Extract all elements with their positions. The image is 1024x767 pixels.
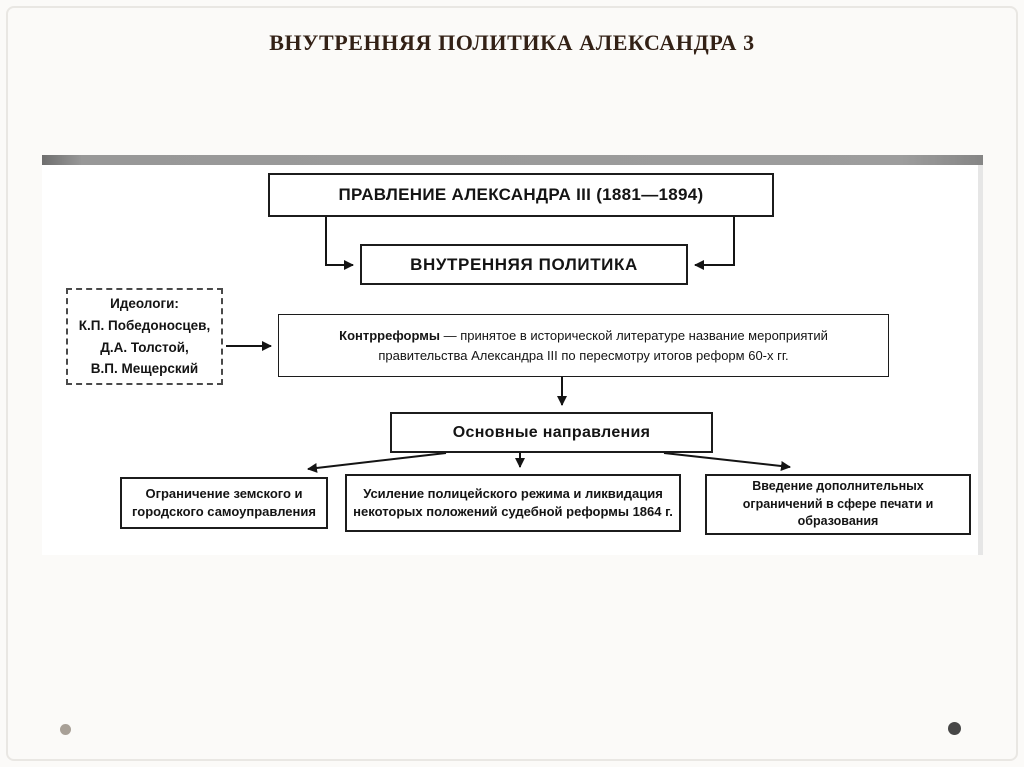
direction-box-right: Введение дополнительных ограничений в сф… xyxy=(705,474,971,535)
arrow-reign-to-policy-right xyxy=(694,217,735,270)
diagram-scan: ПРАВЛЕНИЕ АЛЕКСАНДРА III (1881—1894) ВНУ… xyxy=(42,155,983,555)
reign-box: ПРАВЛЕНИЕ АЛЕКСАНДРА III (1881—1894) xyxy=(268,173,774,217)
ideologists-title: Идеологи: xyxy=(110,296,179,312)
counterreforms-definition: — принятое в исторической литературе наз… xyxy=(378,328,828,364)
counterreforms-term: Контрреформы xyxy=(339,328,440,343)
connector-arrows xyxy=(226,217,791,473)
main-directions-box: Основные направления xyxy=(390,412,713,453)
direction-box-left: Ограничение земского и городского самоуп… xyxy=(120,477,328,529)
slide-title: ВНУТРЕННЯЯ ПОЛИТИКА АЛЕКСАНДРА 3 xyxy=(269,30,755,55)
counterreforms-box: Контрреформы — принятое в исторической л… xyxy=(278,314,889,377)
arrow-directions-to-left-item xyxy=(307,452,447,473)
internal-policy-box: ВНУТРЕННЯЯ ПОЛИТИКА xyxy=(360,244,688,285)
ideologist-name: К.П. Победоносцев, xyxy=(78,317,211,333)
ideologist-name: Д.А. Толстой, xyxy=(100,339,189,355)
direction-box-middle: Усиление полицейского режима и ликвидаци… xyxy=(345,474,681,532)
arrow-directions-to-right-item xyxy=(663,452,791,471)
bottom-right-dot xyxy=(948,722,961,735)
bottom-left-dot xyxy=(60,724,71,735)
ideologists-box: Идеологи: К.П. Победоносцев, Д.А. Толсто… xyxy=(66,288,223,385)
scan-right-edge xyxy=(978,165,983,555)
arrow-reign-to-policy-left xyxy=(325,217,354,270)
scan-top-bar xyxy=(42,155,983,165)
ideologist-name: В.П. Мещерский xyxy=(90,361,199,377)
